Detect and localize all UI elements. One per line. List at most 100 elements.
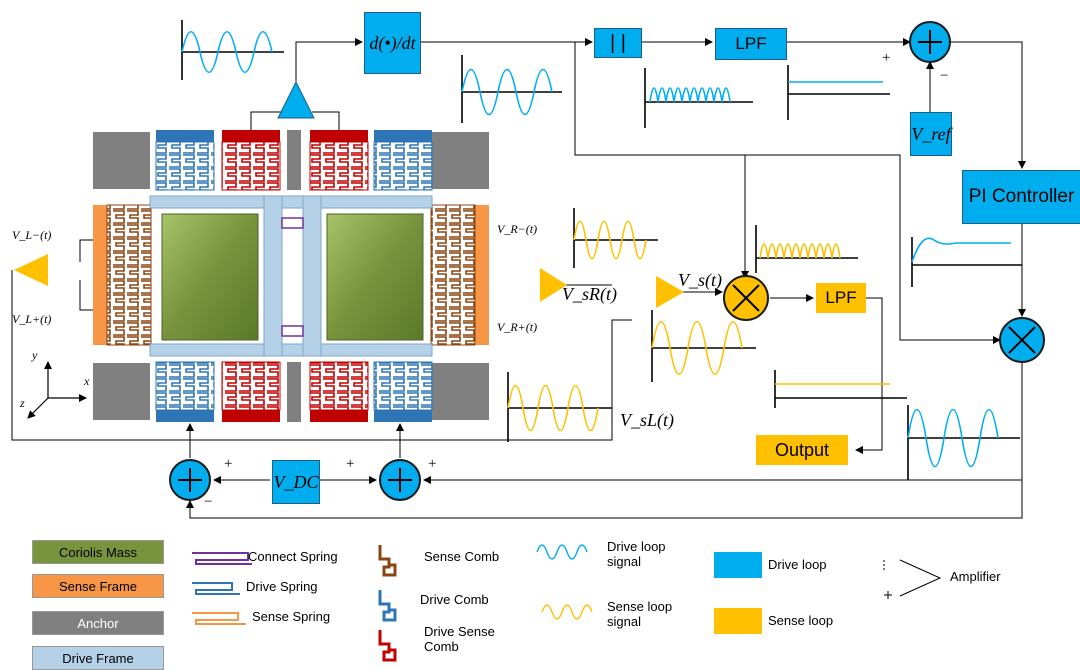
legend-sense-loop-label: Sense loop [768,614,833,629]
drive-sense-comb-top-right-fingers [310,142,368,190]
anchor-top-right [432,132,489,189]
legend-drive-comb-label: Drive Comb [420,593,489,608]
amplifier-left [14,254,48,286]
abs-label: | | [610,33,626,54]
legend-sense-loop-signal-label: Sense loop signal [607,600,679,630]
coordinate-axes [28,362,86,418]
vdc-block: V_DC [272,460,320,504]
label-vl-plus: V_L+(t) [12,312,51,327]
legend-sense-spring-label: Sense Spring [252,610,330,625]
lpf-drive-block: LPF [715,28,787,60]
legend-sense-frame: Sense Frame [32,574,164,598]
drive-comb-top-left-fingers [156,142,214,190]
sign-dc-left-minus: − [204,494,212,511]
legend-anchor: Anchor [32,611,164,635]
waveform-drive-feedback [908,405,1020,480]
waveform-mult-sense-out [756,225,858,273]
legend-drive-sense-comb-label: Drive Sense Comb [424,625,506,655]
drive-frame-mid-left [264,196,282,356]
anchor-bottom-left [93,363,150,420]
legend-coriolis-mass: Coriolis Mass [32,540,164,564]
output-label: Output [775,441,829,460]
drive-comb-bottom-right [374,410,432,422]
waveform-lpf-sense-out [775,370,907,408]
drive-frame-top [150,196,432,208]
mems-device [93,130,489,422]
sign-dc-right-plus1: + [346,456,354,473]
sense-frame-right [475,205,489,345]
label-vs: V_s(t) [678,270,722,291]
connect-spring-center [282,218,303,228]
waveform-derivative-out [462,55,562,123]
drive-comb-bottom-right-fingers [374,362,432,410]
legend-drive-frame: Drive Frame [32,646,164,670]
derivative-block: d(•)/dt [364,12,421,74]
waveform-amp-out [182,20,284,80]
coriolis-mass-right [327,214,423,340]
legend-sense-wave [542,605,592,619]
pi-controller-block: PI Controller [962,170,1080,224]
pi-controller-label: PI Controller [969,187,1075,207]
abs-block: | | [594,28,642,58]
multiplier-sense [724,276,768,320]
waveform-pi-out [912,237,1022,287]
sign-ref-plus: + [882,50,890,67]
sense-comb-top-left-red [222,130,280,142]
waveform-vsl [508,372,612,442]
waveform-lpf-drive-out [788,65,890,120]
legend-sense-comb-label: Sense Comb [424,550,499,565]
sense-comb-right [431,205,475,345]
summer-dc-right [380,460,420,500]
anchor-bottom-right [432,363,489,420]
summer-reference [910,22,950,62]
lpf-sense-block: LPF [816,283,866,313]
drive-sense-comb-bottom-right [310,410,368,422]
anchor-top-left [93,132,150,189]
drive-sense-comb-bottom-right-fingers [310,362,368,410]
sign-dc-right-plus2: + [428,456,436,473]
legend-drive-spring-label: Drive Spring [246,580,318,595]
label-vsl: V_sL(t) [620,410,674,431]
label-vr-minus: V_R−(t) [497,222,537,237]
legend-amplifier-label: Amplifier [950,570,1001,585]
output-block: Output [756,435,848,465]
connect-spring-icon [192,553,252,564]
drive-frame-bottom [150,344,432,356]
amplifier-icon [884,560,940,599]
sense-comb-left [107,205,151,345]
drive-sense-comb-bottom-left [222,410,280,422]
legend-sense-frame-label: Sense Frame [59,579,137,594]
legend-drive-loop-signal-label: Drive loop signal [607,540,679,570]
waveform-vs [652,310,756,382]
drive-spring-icon [192,583,240,594]
sense-spring-icon [192,613,246,624]
drive-comb-top-left [156,130,214,142]
sense-comb-icon [380,545,395,575]
drive-sense-comb-top-left-fingers [222,142,280,190]
legend-drive-loop-label: Drive loop [768,558,827,573]
waveform-vsr [574,208,658,268]
sense-frame-left [93,205,107,345]
axis-label-x: x [84,374,89,389]
sign-ref-minus: − [940,68,948,85]
drive-sense-comb-bottom-left-fingers [222,362,280,410]
amplifier-top [278,82,314,118]
drive-comb-top-right [374,130,432,142]
multiplier-drive [1000,318,1044,362]
vref-label: V_ref [911,125,950,144]
drive-sense-comb-icon [380,630,395,660]
lpf-sense-label: LPF [825,289,856,307]
drive-comb-icon [380,590,395,620]
axis-label-y: y [32,348,37,363]
drive-comb-bottom-left-fingers [156,362,214,410]
legend-connect-spring-label: Connect Spring [248,550,338,565]
label-vl-minus: V_L−(t) [12,228,51,243]
legend-sense-loop-swatch [714,608,762,634]
waveform-abs-out [645,68,753,128]
connect-spring-center-bottom [282,326,303,336]
legend-anchor-label: Anchor [77,616,118,631]
sign-dc-left-plus: + [224,456,232,473]
legend-coriolis-mass-label: Coriolis Mass [59,545,137,560]
anchor-center-bottom [287,362,301,422]
vdc-label: V_DC [274,473,319,492]
